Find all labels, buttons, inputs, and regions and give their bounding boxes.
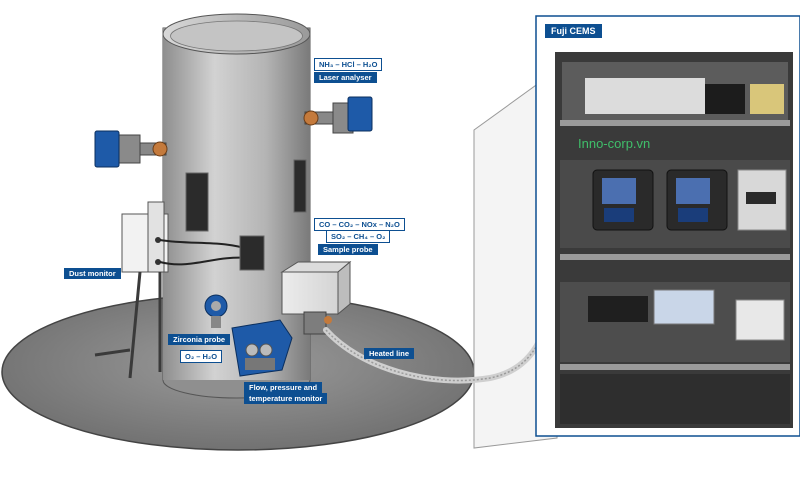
laser-analyser-left — [94, 130, 168, 168]
dust-monitor — [94, 201, 265, 379]
zirconia-gases-label: O₂ – H₂O — [180, 350, 223, 363]
sample-gases-label-line2: SO₂ – CH₄ – O₂ — [326, 230, 391, 243]
sample-probe — [280, 260, 352, 335]
flow-monitor-label-line2: temperature monitor — [244, 393, 328, 404]
heated-line-label: Heated line — [364, 348, 415, 359]
watermark-text: Inno-corp.vn — [578, 136, 651, 151]
laser-analyser-label: Laser analyser — [314, 72, 377, 83]
cems-title: Fuji CEMS — [545, 24, 602, 38]
flow-monitor-label-line1: Flow, pressure and — [244, 382, 323, 393]
flow-monitor — [231, 319, 293, 377]
laser-gases-label: NH₃ – HCl – H₂O — [314, 58, 383, 71]
sample-probe-label: Sample probe — [318, 244, 378, 255]
laser-analyser-right — [303, 96, 373, 134]
cems-cabinet — [535, 15, 800, 437]
zirconia-probe-label: Zirconia probe — [168, 334, 231, 345]
stack — [162, 13, 311, 399]
dust-monitor-label: Dust monitor — [64, 268, 121, 279]
zirconia-probe — [204, 294, 228, 328]
